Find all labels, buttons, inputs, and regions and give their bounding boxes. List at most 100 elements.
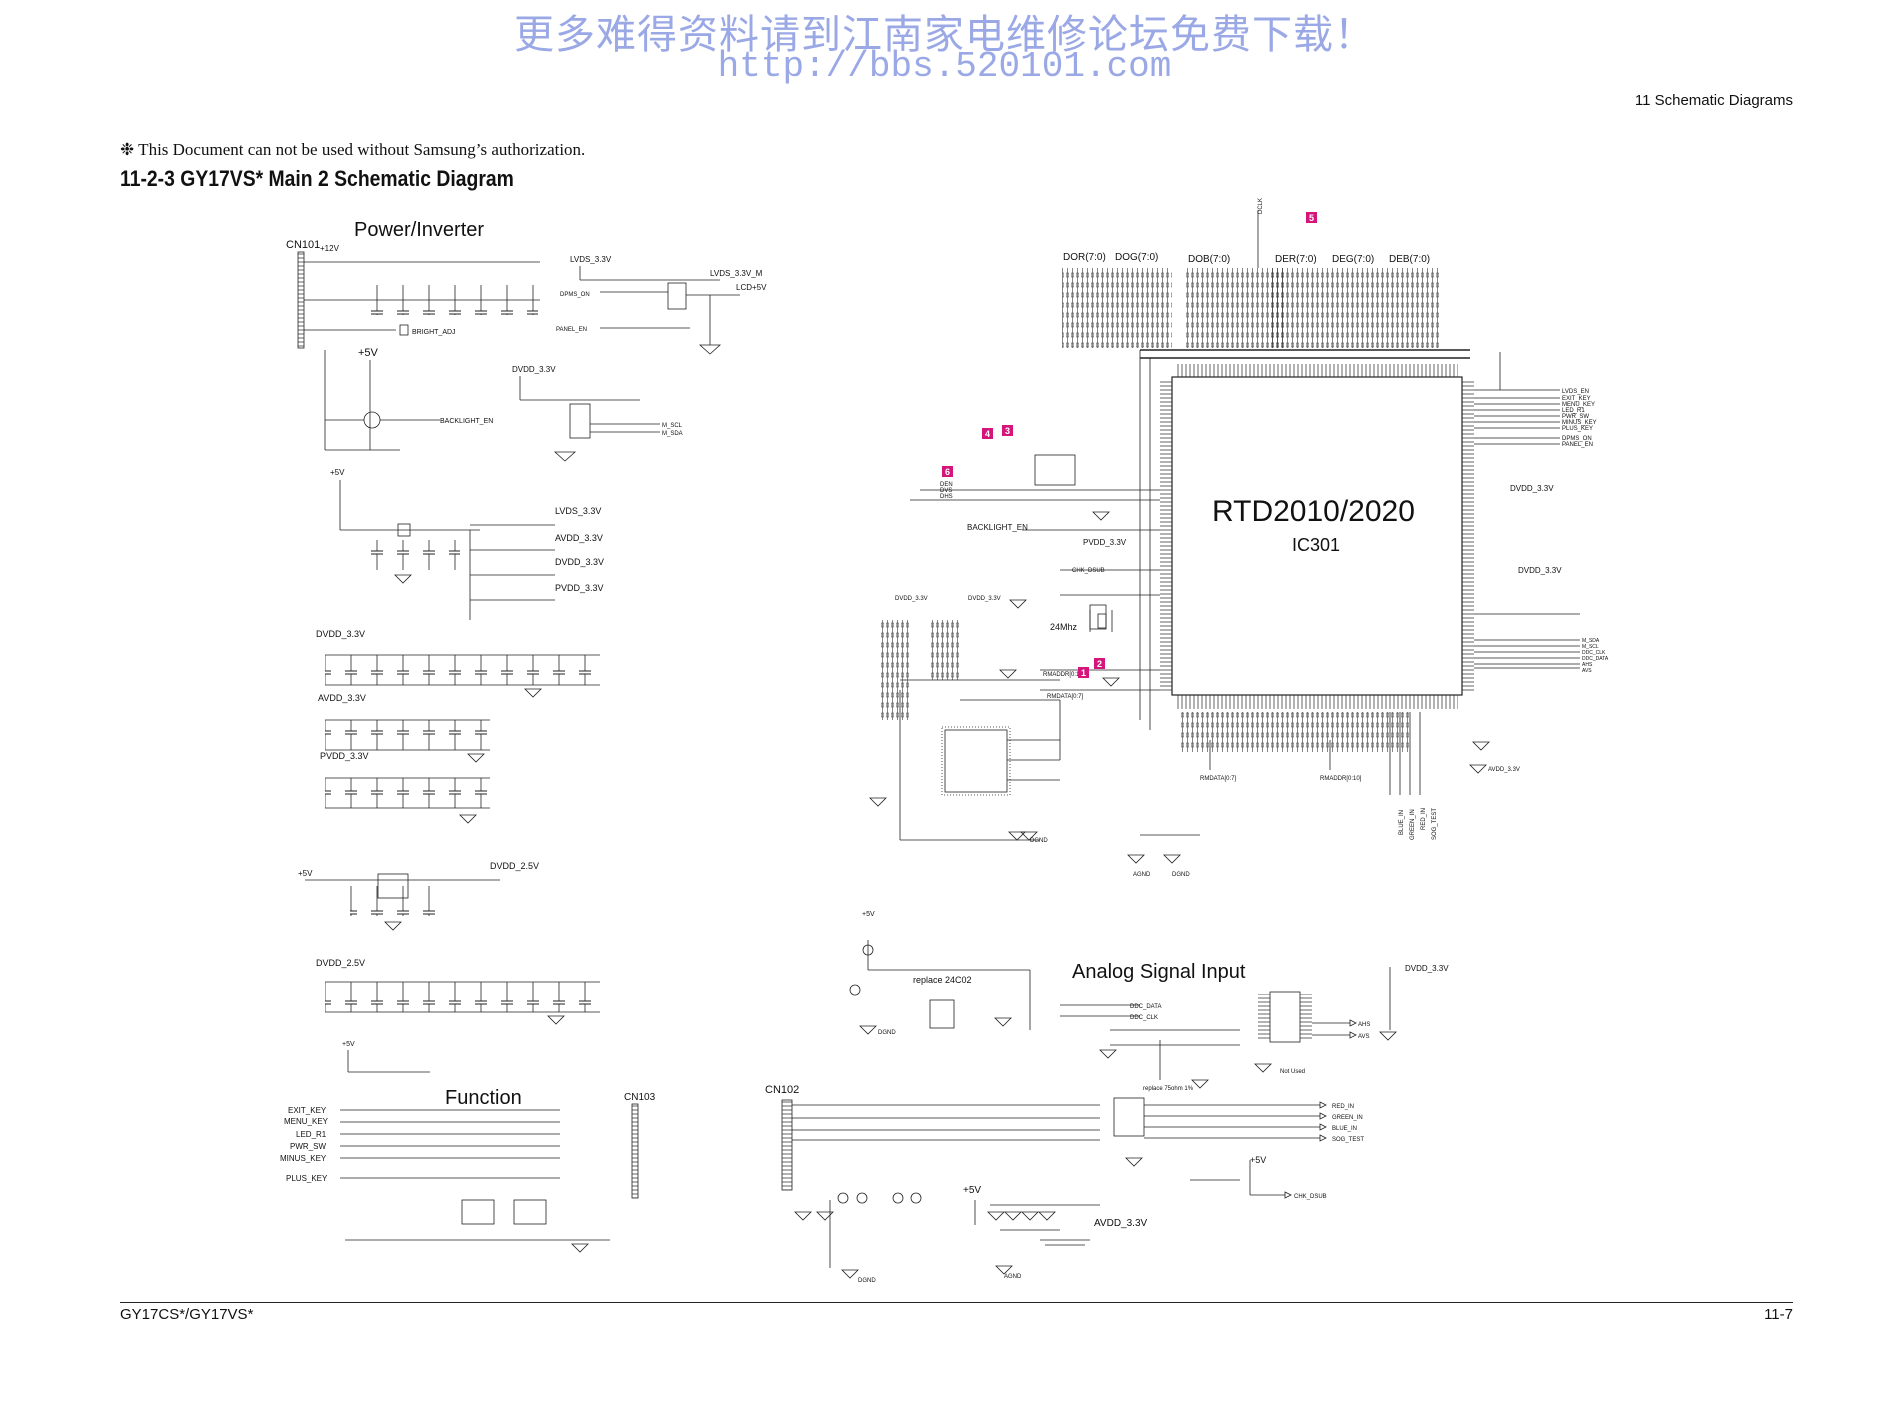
rail-dvdd33-flash2: DVDD_3.3V	[968, 596, 1001, 602]
marker-box-6	[942, 466, 953, 477]
power-inverter-label: Power/Inverter	[354, 219, 484, 241]
dgnd-eeprom: DGND	[878, 1030, 896, 1036]
ahs-label: AHS	[1358, 1022, 1370, 1028]
out-ahs: AHS	[1582, 662, 1593, 668]
out-avs: AVS	[1582, 668, 1592, 674]
red-in-label: RED_IN	[1332, 1104, 1354, 1110]
bus-deb: DEB(7:0)	[1389, 254, 1430, 265]
out-panel-en: PANEL_EN	[1562, 442, 1593, 448]
rail-dvdd33-bank: DVDD_3.3V	[316, 629, 365, 639]
sog-test-vertical: SOG_TEST	[1432, 808, 1438, 840]
m-scl-signal: M_SCL	[662, 423, 683, 429]
led-r1-label: LED_R1	[296, 1130, 327, 1139]
rail-5v-inverter: +5V	[358, 347, 379, 359]
dvs-signal: DVS	[940, 488, 952, 494]
dgnd-flash: DGND	[1030, 838, 1048, 844]
bus-dob: DOB(7:0)	[1188, 254, 1230, 265]
crystal-24mhz: 24Mhz	[1050, 622, 1078, 632]
rmdata-bottom: RMDATA[0:7]	[1200, 776, 1236, 782]
bright-adj-signal: BRIGHT_ADJ	[412, 329, 456, 336]
function-section: Function CN103 +5V	[340, 1041, 656, 1253]
dgnd-analog-bottom: DGND	[858, 1278, 876, 1284]
footer-rule	[120, 1302, 1793, 1303]
out-ddc-clk: DDC_CLK	[1582, 650, 1606, 656]
den-signal: DEN	[940, 482, 953, 488]
marker-2: 2	[1097, 659, 1102, 669]
rail-5v-func: +5V	[342, 1041, 355, 1048]
marker-box-5	[1306, 212, 1317, 223]
rail-12v: +12V	[320, 244, 340, 253]
decoupling-banks: DVDD_3.3V AVDD_3.3V PVDD_3.3V +5V DVDD_2…	[298, 629, 600, 1025]
blue-in-label: BLUE_IN	[1332, 1126, 1357, 1132]
marker-box-2	[1094, 658, 1105, 669]
marker-3: 3	[1005, 426, 1010, 436]
rail-dvdd33-flash1: DVDD_3.3V	[895, 596, 928, 602]
chk-dsub-ic: CHK_DSUB	[1072, 568, 1105, 574]
not-used-note: Not Used	[1280, 1069, 1305, 1075]
function-label: Function	[445, 1087, 522, 1109]
footer-model: GY17CS*/GY17VS*	[120, 1306, 254, 1323]
out-plus-key: PLUS_KEY	[1562, 426, 1593, 432]
rail-lvds-33m: LVDS_3.3V_M	[710, 269, 763, 278]
rmaddr-bottom: RMADDR[0:10]	[1320, 776, 1362, 782]
rail-pvdd33-bank: PVDD_3.3V	[320, 751, 369, 761]
rail-5v-analog: +5V	[862, 911, 875, 918]
watermark-line2: http://bbs.520101.com	[717, 46, 1172, 87]
rail-dvdd33-right2: DVDD_3.3V	[1518, 566, 1562, 575]
green-in-label: GREEN_IN	[1332, 1115, 1363, 1121]
out-exit-key: EXIT_KEY	[1562, 396, 1591, 402]
agnd-ic-bottom: AGND	[1133, 872, 1151, 878]
rail-pvdd33-reg: PVDD_3.3V	[555, 583, 604, 593]
rmdata-left: RMDATA[0:7]	[1047, 694, 1083, 700]
blue-in-vertical: BLUE_IN	[1399, 810, 1405, 835]
avs-label: AVS	[1358, 1034, 1370, 1040]
out-led-r1: LED_R1	[1562, 408, 1585, 414]
ddc-data-label: DDC_DATA	[1130, 1004, 1161, 1010]
rail-avdd33-analog: AVDD_3.3V	[1094, 1218, 1148, 1229]
menu-key-label: MENU_KEY	[284, 1117, 329, 1126]
rail-dvdd33-right1: DVDD_3.3V	[1510, 484, 1554, 493]
power-inverter-section: Power/Inverter CN101 +12V BRIGHT_ADJ +5V…	[286, 219, 767, 462]
rail-lcd5v: LCD+5V	[736, 283, 767, 292]
rail-5v-reg: +5V	[330, 468, 345, 477]
footer-page-number: 11-7	[1764, 1306, 1793, 1323]
cn103-label: CN103	[624, 1092, 656, 1103]
rail-pvdd33-ic: PVDD_3.3V	[1083, 538, 1127, 547]
out-m-sda: M_SDA	[1582, 638, 1600, 644]
dclk-signal: DCLK	[1258, 198, 1264, 214]
rail-avdd33-ic: AVDD_3.3V	[1488, 767, 1520, 773]
ic301-ref: IC301	[1292, 535, 1340, 555]
bus-der: DER(7:0)	[1275, 254, 1317, 265]
rail-dvdd25-reg: DVDD_2.5V	[490, 861, 539, 871]
cn101-label: CN101	[286, 239, 320, 251]
main-ic-labels: DOR(7:0) DOG(7:0) DOB(7:0) DER(7:0) DEG(…	[895, 252, 1609, 878]
rail-dvdd33-analog: DVDD_3.3V	[1405, 964, 1449, 973]
rail-5v-chk: +5V	[1250, 1155, 1266, 1165]
rail-lvds33-reg: LVDS_3.3V	[555, 506, 601, 516]
function-key-labels: EXIT_KEY MENU_KEY LED_R1 PWR_SW MINUS_KE…	[280, 1106, 329, 1183]
dhs-signal: DHS	[940, 494, 953, 500]
marker-box-1	[1078, 667, 1089, 678]
section-label: 11 Schematic Diagrams	[1634, 92, 1793, 109]
out-menu-key: MENU_KEY	[1562, 402, 1595, 408]
plus-key-label: PLUS_KEY	[286, 1174, 328, 1183]
main-ic-section: RTD2010/2020 IC301 DCLK	[869, 198, 1580, 864]
cn102-label: CN102	[765, 1084, 799, 1096]
agnd-analog-bottom: AGND	[1004, 1274, 1022, 1280]
analog-input-section: Analog Signal Input CN102 replace 24C02	[765, 940, 1397, 1279]
rail-avdd33-reg: AVDD_3.3V	[555, 533, 603, 543]
rmaddr-left: RMADDR[0:10]	[1043, 672, 1085, 678]
rail-dvdd33-reg: DVDD_3.3V	[555, 557, 604, 567]
out-dpms-on: DPMS_ON	[1562, 436, 1592, 442]
regulator-section: +5V LVDS_3.3V AVDD_3.3V DVDD_3.3V PVDD_3…	[330, 468, 604, 620]
marker-6: 6	[945, 467, 950, 477]
out-minus-key: MINUS_KEY	[1562, 420, 1597, 426]
marker-4: 4	[985, 429, 990, 439]
replace-75ohm-note: replace 75ohm 1%	[1143, 1086, 1194, 1092]
ic302-flash	[944, 729, 1008, 793]
red-in-vertical: RED_IN	[1421, 808, 1427, 830]
chk-dsub-analog: CHK_DSUB	[1294, 1194, 1327, 1200]
panel-en-signal: PANEL_EN	[556, 327, 587, 333]
marker-box-3	[1002, 425, 1013, 436]
backlight-en-ic: BACKLIGHT_EN	[967, 523, 1028, 532]
